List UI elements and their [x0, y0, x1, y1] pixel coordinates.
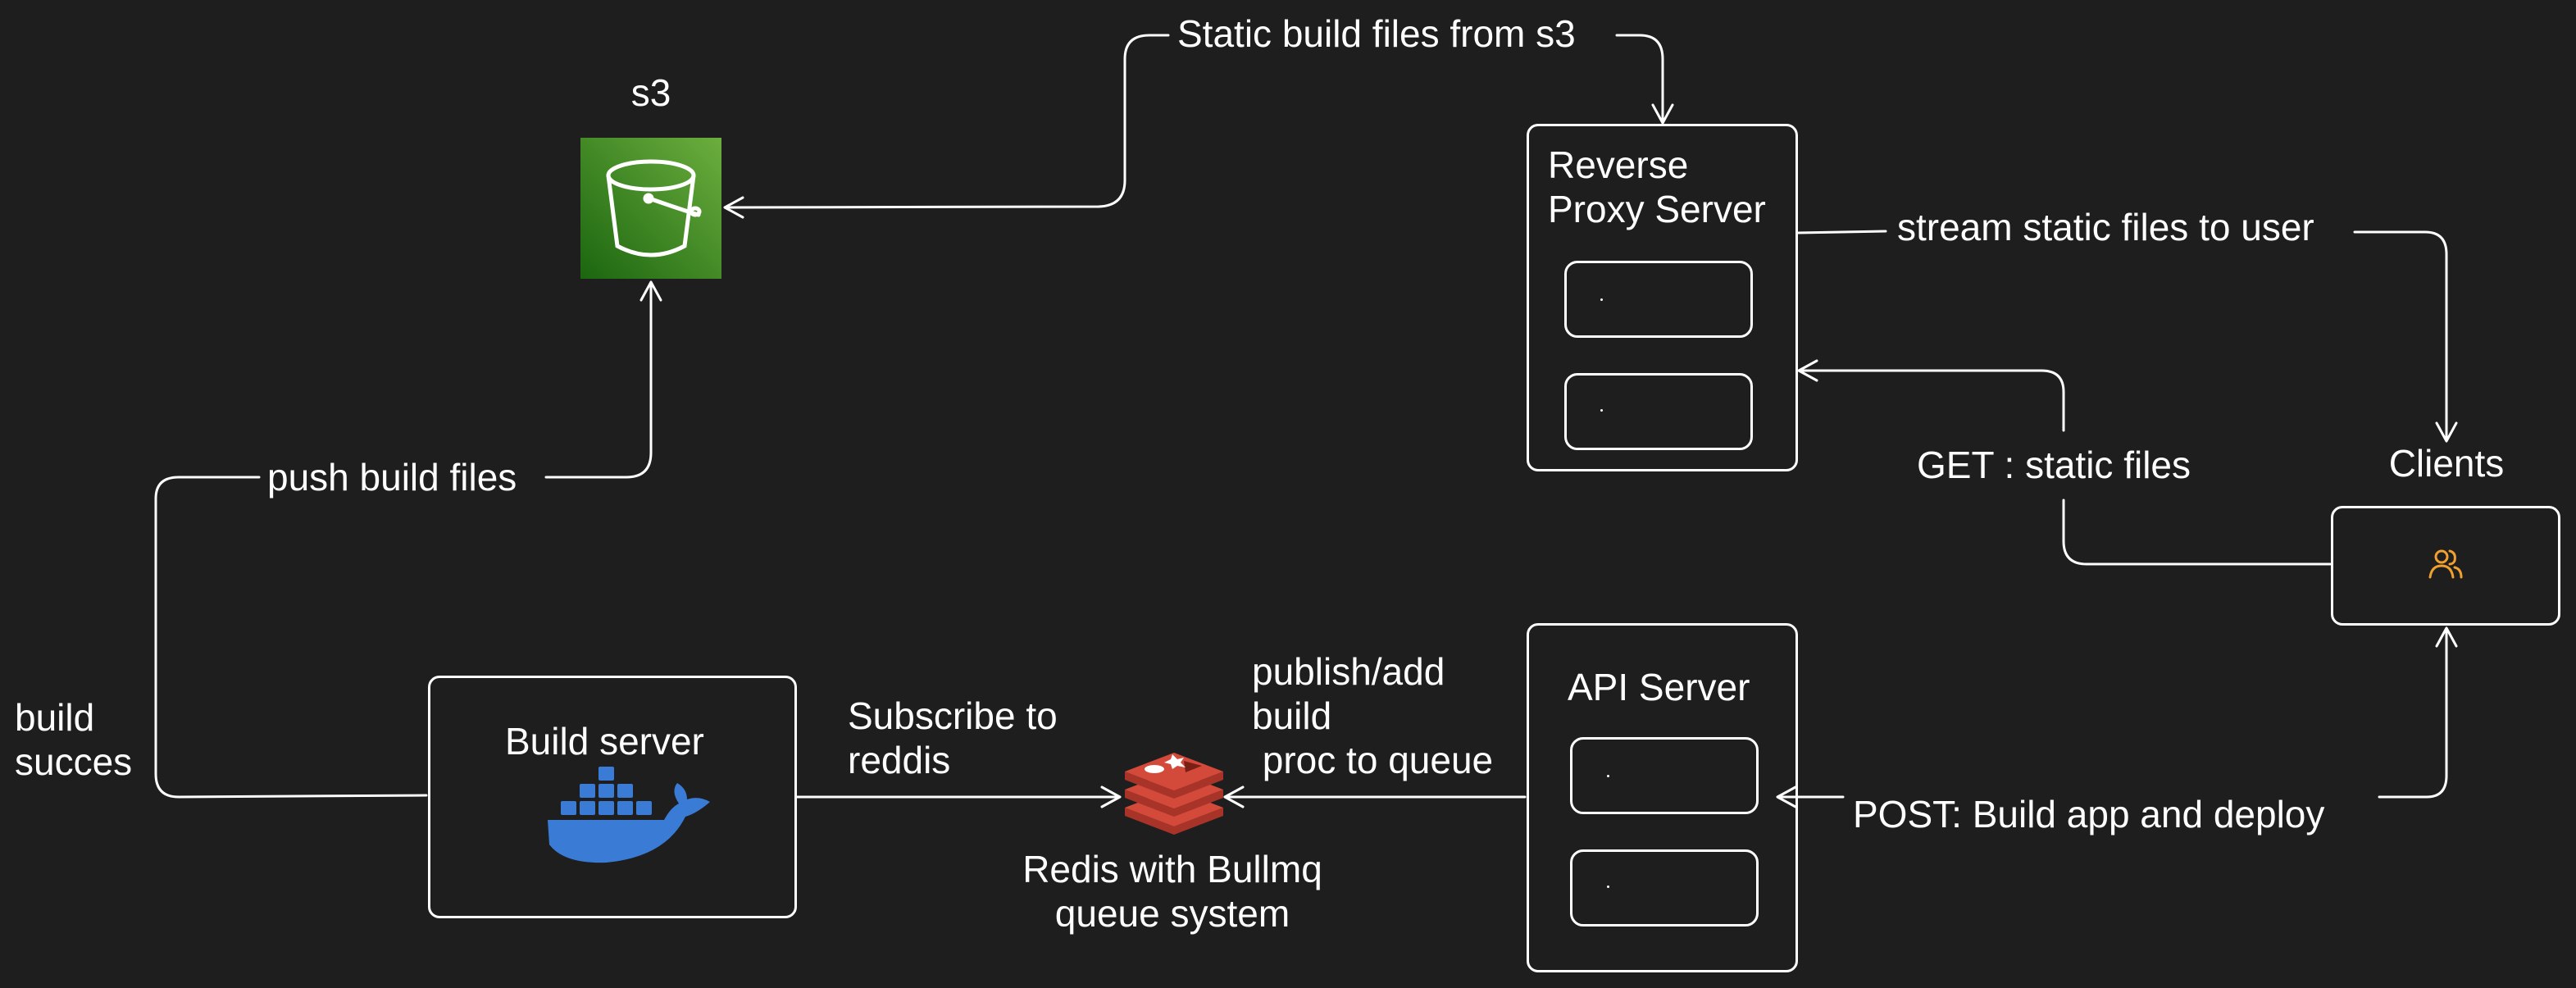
edge-stream-to-user	[1795, 230, 1887, 234]
arrowhead	[639, 280, 662, 302]
arrowhead	[1776, 785, 1797, 808]
api-server-slot	[1570, 737, 1759, 814]
arrowhead	[1223, 785, 1245, 808]
s3-label: s3	[630, 71, 671, 114]
redis-label: Redis with Bullmq queue system	[1022, 848, 1322, 935]
reverse-proxy-box	[1527, 124, 1798, 471]
edge-static-from-s3	[725, 34, 1170, 209]
api-server-box	[1527, 623, 1798, 972]
arrowhead	[1797, 359, 1818, 382]
s3-bucket-icon	[580, 138, 721, 279]
edge-push-build-2	[544, 282, 653, 479]
arrowhead	[1651, 103, 1674, 125]
edge-static-from-s3-to-proxy	[1615, 34, 1664, 121]
build-server-box	[428, 676, 797, 918]
slot-dot	[1607, 886, 1609, 888]
reverse-proxy-slot	[1564, 373, 1753, 450]
edge-stream-to-user-2	[2353, 230, 2448, 441]
edge-label-subscribe: Subscribe to reddis	[848, 694, 1058, 781]
arrowhead	[2435, 421, 2458, 443]
clients-box[interactable]	[2331, 506, 2560, 626]
edge-label-post-build: POST: Build app and deploy	[1853, 793, 2325, 835]
edge-label-push-build: push build files	[267, 456, 517, 499]
api-server-slot	[1570, 849, 1759, 927]
docker-whale-icon	[548, 767, 710, 863]
arrowhead	[723, 196, 744, 219]
edge-label-get-static: GET : static files	[1917, 444, 2191, 486]
edge-get-static-2	[1799, 369, 2065, 432]
api-server-label: API Server	[1568, 666, 1750, 708]
slot-dot	[1607, 775, 1609, 777]
edge-label-stream-to-user: stream static files to user	[1897, 206, 2314, 248]
slot-dot	[1600, 298, 1603, 301]
users-icon	[2428, 549, 2463, 579]
edge-post-build	[2378, 628, 2448, 799]
edge-push-build	[154, 476, 428, 799]
slot-dot	[1600, 409, 1603, 412]
reverse-proxy-label: Reverse Proxy Server	[1548, 143, 1766, 230]
arrowhead	[1100, 785, 1122, 808]
arrowhead	[2435, 626, 2458, 648]
build-server-label: Build server	[505, 720, 704, 763]
redis-icon	[1125, 753, 1223, 835]
edge-label-static-from-s3: Static build files from s3	[1177, 12, 1576, 55]
edge-label-build-success: build succes	[15, 696, 133, 783]
edge-get-static	[2062, 499, 2332, 566]
reverse-proxy-slot	[1564, 261, 1753, 338]
clients-label: Clients	[2388, 442, 2505, 485]
edge-label-publish-build: publish/add build proc to queue	[1252, 650, 1494, 781]
